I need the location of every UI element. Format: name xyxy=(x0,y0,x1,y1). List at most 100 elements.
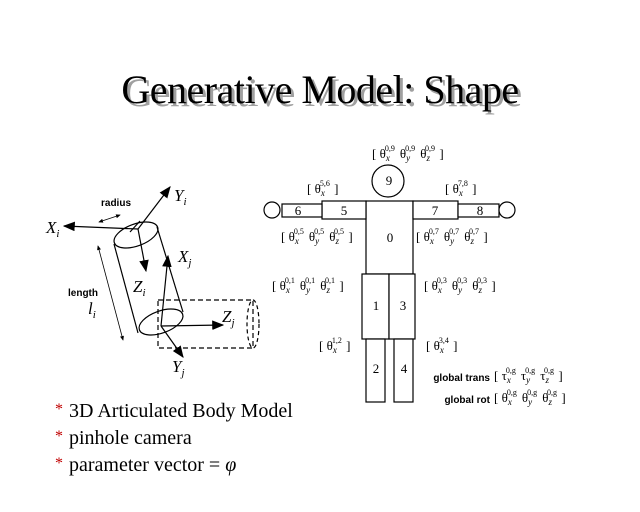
open-bracket: [ xyxy=(319,338,327,353)
phi-symbol: φ xyxy=(225,454,237,476)
parameter-superscript: 0,g xyxy=(547,388,557,397)
length-label: length xyxy=(68,288,98,299)
parameter-symbol: θ xyxy=(542,390,548,405)
yi-label: Yi xyxy=(174,186,187,208)
bullet-text: pinhole camera xyxy=(69,427,192,449)
part-label-7: 7 xyxy=(432,203,439,218)
parameter-axis: x xyxy=(507,397,512,407)
parameter-axis: z xyxy=(547,397,552,407)
parameter-axis: x xyxy=(332,345,337,355)
parameter-symbol: θ xyxy=(522,390,528,405)
child-ellipse-dashed xyxy=(246,299,260,349)
global-rot-label: global rot xyxy=(444,395,490,406)
spacer xyxy=(439,229,440,244)
head xyxy=(371,164,405,198)
parameter-symbol: τ xyxy=(502,368,507,383)
parameter-superscript: 0,7 xyxy=(469,227,479,236)
open-bracket: [ xyxy=(372,146,380,161)
parameter-superscript: 0,g xyxy=(525,366,535,375)
close-bracket: ] xyxy=(436,146,444,161)
joint-parameter-group: [ θx0,3 θy0,3 θz0,3 ] xyxy=(424,276,496,295)
xi-label: Xi xyxy=(45,218,59,240)
zi-label: Zi xyxy=(133,277,146,299)
parameter-axis: z xyxy=(544,375,549,385)
parameter-superscript: 0,9 xyxy=(425,144,435,153)
close-bracket: ] xyxy=(450,338,458,353)
parameter-superscript: 0,1 xyxy=(325,276,335,285)
bullet-marker: * xyxy=(55,401,63,418)
spacer xyxy=(395,146,396,161)
parameter-axis: y xyxy=(525,375,530,385)
parameter-superscript: 0,9 xyxy=(405,144,415,153)
part-label-3: 3 xyxy=(400,298,407,313)
parameter-axis: z xyxy=(425,153,430,163)
parameter-symbol: θ xyxy=(300,278,306,293)
joint-parameter-group: [ θx3,4 ] xyxy=(426,336,458,355)
parameter-axis: y xyxy=(527,397,532,407)
open-bracket: [ xyxy=(494,368,502,383)
parameter-symbol: θ xyxy=(315,181,321,196)
parameter-axis: x xyxy=(285,285,290,295)
bullet-marker: * xyxy=(55,428,63,445)
parameter-symbol: θ xyxy=(424,229,430,244)
joint-parameter-group: [ θx0,9 θy0,9 θz0,9 ] xyxy=(372,144,444,163)
parameter-symbol: θ xyxy=(320,278,326,293)
bullet-marker: * xyxy=(55,455,63,472)
spacer xyxy=(304,229,305,244)
part-label-1: 1 xyxy=(373,298,380,313)
yj-label: Yj xyxy=(172,357,185,379)
radius-arrow xyxy=(98,214,121,223)
right-shin xyxy=(393,338,414,403)
parameter-symbol: θ xyxy=(472,278,478,293)
parameter-symbol: θ xyxy=(453,181,459,196)
spacer xyxy=(295,278,296,293)
joint-parameter-group: [ θx1,2 ] xyxy=(319,336,351,355)
parameter-superscript: 0,7 xyxy=(429,227,439,236)
global-trans-label: global trans xyxy=(433,373,490,384)
parameter-superscript: 0,5 xyxy=(294,227,304,236)
parameter-symbol: θ xyxy=(434,338,440,353)
parameter-symbol: θ xyxy=(444,229,450,244)
cylinder-diagram xyxy=(62,186,260,358)
part-label-5: 5 xyxy=(341,203,348,218)
body-diagram xyxy=(263,164,516,403)
parameter-superscript: 0,g xyxy=(544,366,554,375)
open-bracket: [ xyxy=(424,278,432,293)
right-hand xyxy=(498,201,516,219)
close-bracket: ] xyxy=(331,181,339,196)
spacer xyxy=(535,368,536,383)
bullet-item: * parameter vector = φ xyxy=(55,454,236,477)
xj-axis-arrow xyxy=(160,254,172,327)
parameter-superscript: 0,3 xyxy=(437,276,447,285)
spacer xyxy=(315,278,316,293)
bullet-item: *3D Articulated Body Model xyxy=(55,400,293,423)
zj-label: Zj xyxy=(222,307,235,329)
parameter-symbol: θ xyxy=(280,278,286,293)
parameter-axis: y xyxy=(449,236,454,246)
parameter-axis: x xyxy=(439,345,444,355)
parameter-axis: x xyxy=(320,188,325,198)
parameter-superscript: 0,1 xyxy=(285,276,295,285)
xi-axis-arrow xyxy=(62,221,139,232)
parameter-symbol: τ xyxy=(521,368,526,383)
parameter-axis: x xyxy=(437,285,442,295)
xj-label: Xj xyxy=(177,247,191,269)
joint-parameter-group: [ θx0,1 θy0,1 θz0,1 ] xyxy=(272,276,344,295)
spacer xyxy=(467,278,468,293)
parameter-superscript: 7,8 xyxy=(458,179,468,188)
open-bracket: [ xyxy=(307,181,315,196)
parameter-symbol: θ xyxy=(327,338,333,353)
parameter-symbol: θ xyxy=(289,229,295,244)
bullet-item: * pinhole camera xyxy=(55,427,192,450)
length-arrow xyxy=(97,245,124,341)
bullet-text: parameter vector = xyxy=(69,454,226,476)
close-bracket: ] xyxy=(343,338,351,353)
left-shin xyxy=(365,338,386,403)
parameter-symbol: θ xyxy=(329,229,335,244)
open-bracket: [ xyxy=(426,338,434,353)
parameter-superscript: 1,2 xyxy=(332,336,342,345)
close-bracket: ] xyxy=(558,390,566,405)
parameter-superscript: 0,g xyxy=(507,388,517,397)
parameter-superscript: 0,g xyxy=(506,366,516,375)
parameter-axis: z xyxy=(477,285,482,295)
